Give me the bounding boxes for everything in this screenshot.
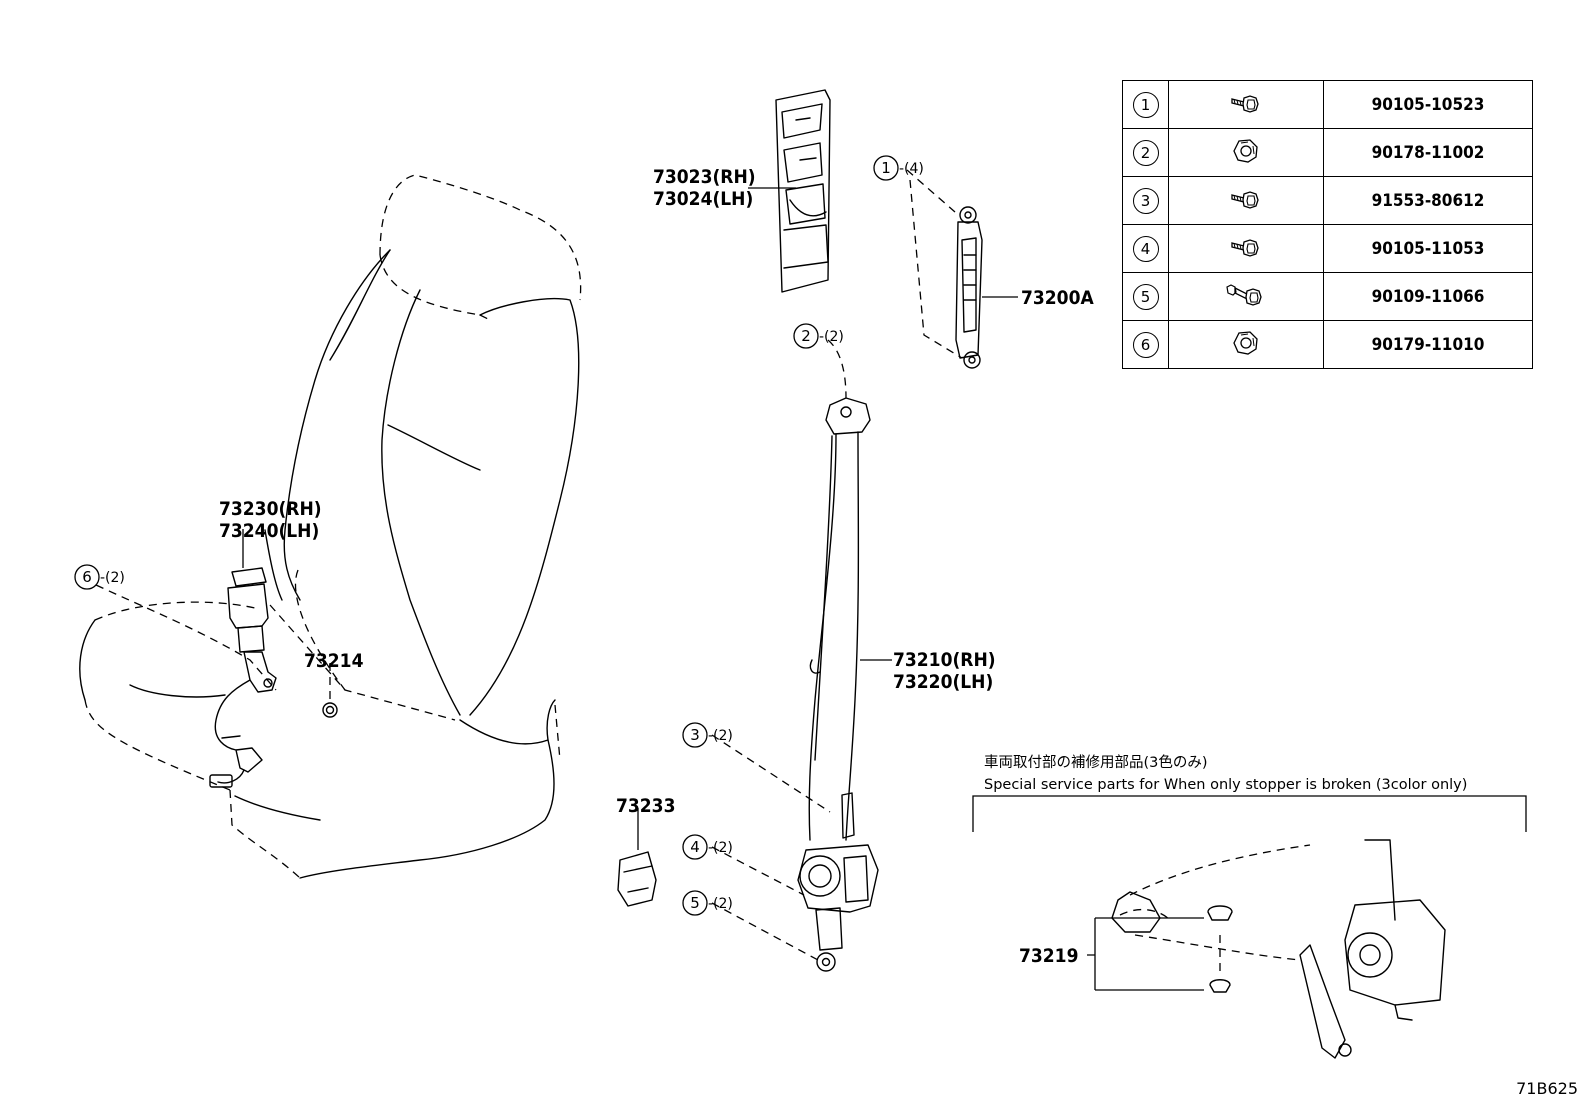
fastener-icon-cell <box>1168 176 1324 225</box>
fastener-icon-cell <box>1168 128 1324 177</box>
seat-cushion <box>79 619 556 879</box>
shoulder-adjuster <box>955 206 983 369</box>
callout-3: 3 -(2) <box>682 722 733 748</box>
fastener-num: 6 <box>1132 331 1159 358</box>
nut-icon <box>1230 331 1262 361</box>
fastener-num-cell: 6 <box>1122 320 1169 369</box>
seat-back <box>264 249 580 716</box>
fastener-part-no: 90105-11053 <box>1323 224 1533 273</box>
callout-4: 4 -(2) <box>682 834 733 860</box>
fastener-num-cell: 1 <box>1122 80 1169 129</box>
svg-text:-(4): -(4) <box>899 161 924 177</box>
stopper <box>617 851 657 907</box>
callout-6: 6 -(2) <box>74 564 125 590</box>
figure-id: 71B625 <box>1516 1079 1578 1098</box>
fastener-part-no: 90105-10523 <box>1323 80 1533 129</box>
label-buckle-lh: 73240(LH) <box>219 520 319 542</box>
grommet <box>322 702 338 718</box>
fastener-part-no: 90109-11066 <box>1323 272 1533 321</box>
svg-text:-(2): -(2) <box>100 570 125 586</box>
label-seatbelt-lh: 73220(LH) <box>893 671 993 693</box>
fastener-row: 6 90179-11010 <box>1122 320 1533 369</box>
callout-5: 5 -(2) <box>682 890 733 916</box>
svg-text:5: 5 <box>690 894 700 912</box>
flange-bolt-icon <box>1226 191 1266 217</box>
fastener-num-cell: 3 <box>1122 176 1169 225</box>
fastener-row: 3 91553-80612 <box>1122 176 1533 225</box>
label-service-part: 73219 <box>1019 945 1078 967</box>
fastener-row: 5 90109-11066 <box>1122 272 1533 321</box>
svg-text:-(2): -(2) <box>708 840 733 856</box>
label-adjuster: 73200A <box>1021 287 1094 309</box>
label-cover-rh: 73023(RH) <box>653 166 756 188</box>
label-buckle-rh: 73230(RH) <box>219 498 322 520</box>
fastener-num: 4 <box>1132 235 1159 262</box>
callout-2: 2 -(2) <box>793 323 844 349</box>
service-note-en: Special service parts for When only stop… <box>984 777 1467 793</box>
fastener-num: 1 <box>1132 91 1159 118</box>
label-cover-lh: 73024(LH) <box>653 188 753 210</box>
service-parts-frame <box>972 795 1527 832</box>
label-seatbelt-rh: 73210(RH) <box>893 649 996 671</box>
label-grommet: 73214 <box>304 650 364 672</box>
fastener-table: 1 90105-10523 2 90178-11002 3 91553-80612 4 901… <box>1122 80 1533 369</box>
fastener-icon-cell <box>1168 224 1324 273</box>
fastener-part-no: 90179-11010 <box>1323 320 1533 369</box>
svg-text:2: 2 <box>801 327 811 345</box>
svg-text:-(2): -(2) <box>819 329 844 345</box>
fastener-num: 2 <box>1132 139 1159 166</box>
svg-text:3: 3 <box>690 726 700 744</box>
svg-text:1: 1 <box>881 159 891 177</box>
label-stopper: 73233 <box>616 795 675 817</box>
nut-icon <box>1230 139 1262 169</box>
service-note-jp: 車両取付部の補修用部品(3色のみ) <box>984 754 1208 771</box>
pillar-cover <box>775 89 831 293</box>
fastener-num-cell: 2 <box>1122 128 1169 177</box>
flange-bolt-icon <box>1226 95 1266 121</box>
buckle-assembly <box>209 567 277 788</box>
fastener-icon-cell <box>1168 320 1324 369</box>
fastener-num-cell: 4 <box>1122 224 1169 273</box>
fastener-num: 5 <box>1132 283 1159 310</box>
fastener-num: 3 <box>1132 187 1159 214</box>
fastener-icon-cell <box>1168 272 1324 321</box>
svg-text:4: 4 <box>690 838 700 856</box>
svg-text:-(2): -(2) <box>708 728 733 744</box>
step-bolt-icon <box>1223 284 1269 313</box>
svg-text:6: 6 <box>82 568 92 586</box>
fastener-num-cell: 5 <box>1122 272 1169 321</box>
fastener-row: 4 90105-11053 <box>1122 224 1533 273</box>
fastener-part-no: 91553-80612 <box>1323 176 1533 225</box>
flange-bolt-icon <box>1226 239 1266 265</box>
seatbelt-assembly <box>797 397 879 972</box>
fastener-row: 2 90178-11002 <box>1122 128 1533 177</box>
fastener-icon-cell <box>1168 80 1324 129</box>
fastener-row: 1 90105-10523 <box>1122 80 1533 129</box>
callout-1: 1 -(4) <box>873 155 924 181</box>
seat-outline <box>84 174 582 879</box>
fastener-part-no: 90178-11002 <box>1323 128 1533 177</box>
svg-text:-(2): -(2) <box>708 896 733 912</box>
service-parts-drawing <box>1111 839 1446 1059</box>
